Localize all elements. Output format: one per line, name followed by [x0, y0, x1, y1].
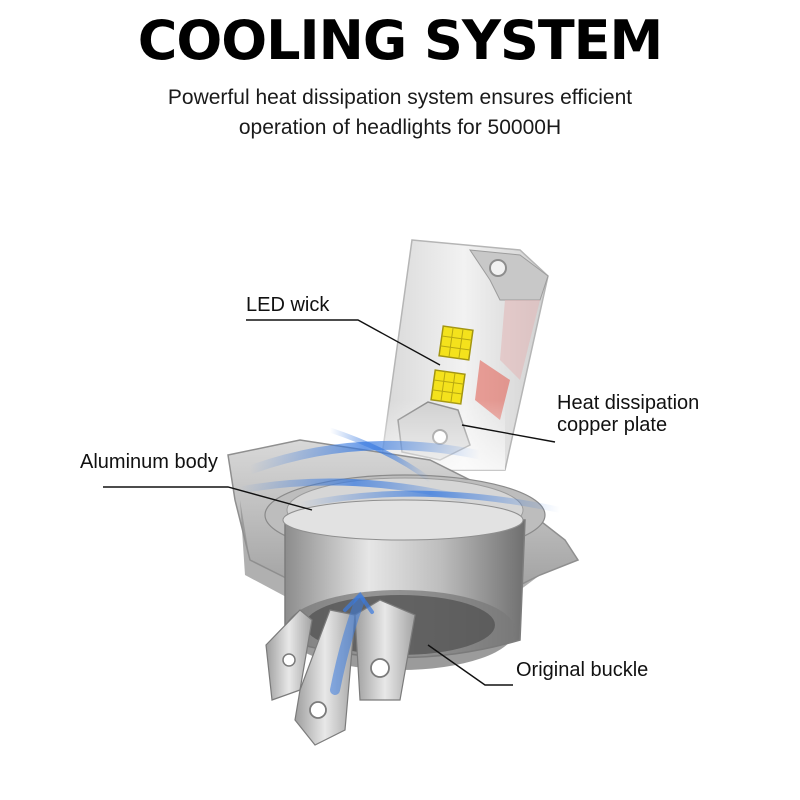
callout-heat-plate-line-1: Heat dissipation — [557, 392, 700, 414]
heat-plate-leader — [461, 424, 556, 443]
led-wick-leader — [246, 319, 441, 366]
airflow-streaks — [236, 427, 563, 695]
terminals — [265, 599, 416, 746]
led-chip — [438, 325, 474, 361]
callout-lines — [103, 319, 556, 686]
page-title: COOLING SYSTEM — [137, 9, 664, 72]
callout-led-wick: LED wick — [246, 294, 330, 316]
mount-hole — [489, 259, 507, 277]
callout-heat-plate-line-2: copper plate — [557, 414, 668, 436]
callout-original-buckle: Original buckle — [516, 659, 649, 681]
aluminum-body-leader — [103, 486, 313, 511]
led-chip — [430, 369, 466, 405]
callout-aluminum-body: Aluminum body — [80, 451, 218, 473]
original-buckle-leader — [427, 644, 513, 686]
subtitle-line-1: Powerful heat dissipation system ensures… — [167, 86, 633, 109]
subtitle-line-2: operation of headlights for 50000H — [238, 116, 562, 139]
